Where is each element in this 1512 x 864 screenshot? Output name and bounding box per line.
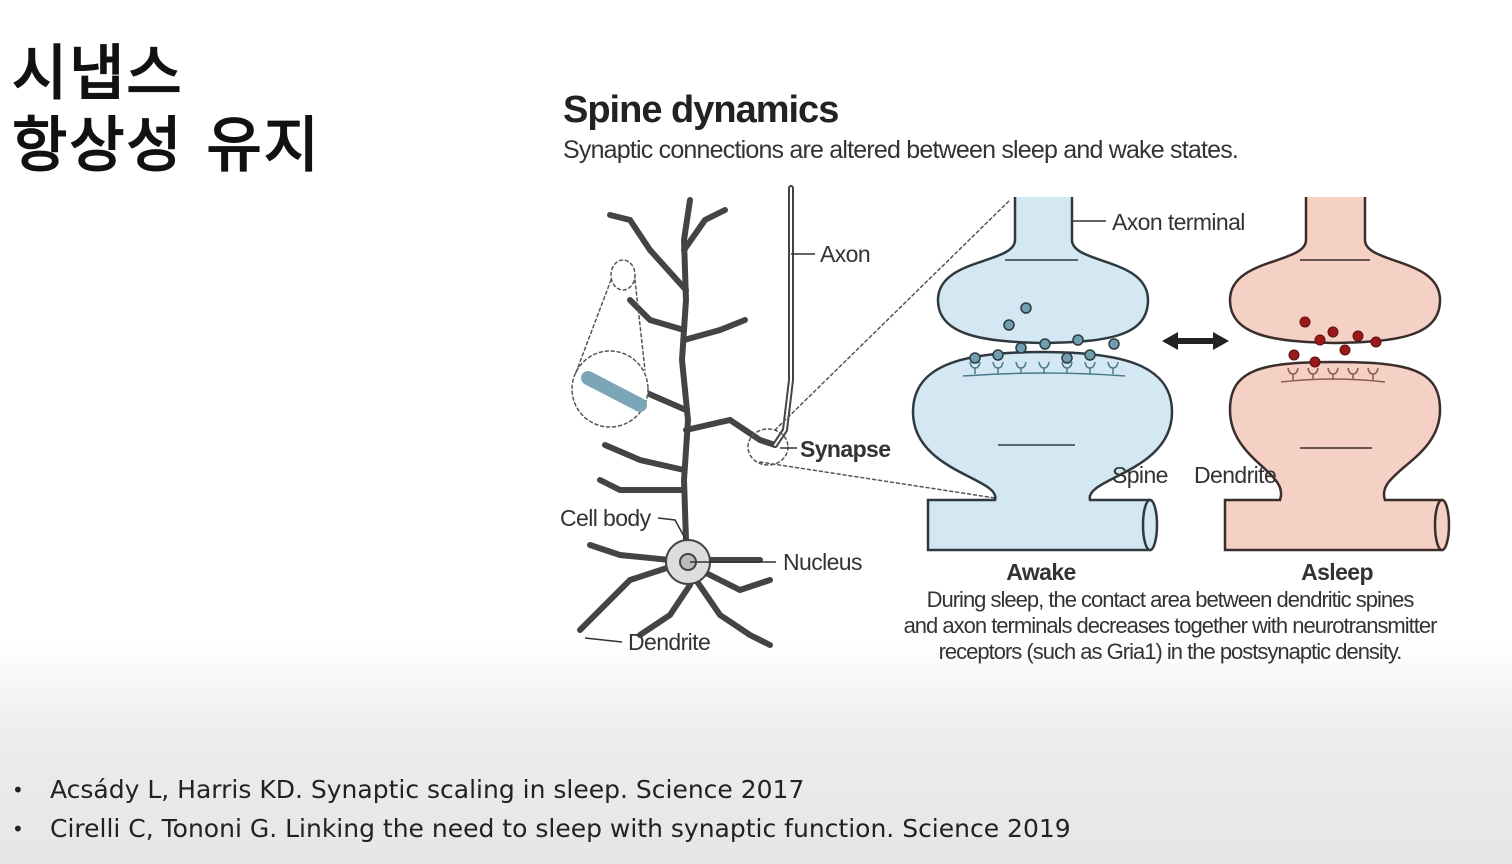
asleep-synapse: [1223, 197, 1451, 552]
receptor-icon: [1107, 361, 1119, 374]
receptor-icon: [1084, 361, 1096, 374]
label-dendrite-neuron: Dendrite: [628, 629, 710, 655]
references-list: • Acsády L, Harris KD. Synaptic scaling i…: [12, 770, 1071, 848]
label-dendrite: Dendrite: [1194, 462, 1276, 488]
receptor-icon: [1038, 361, 1050, 374]
receptor-icon: [1347, 367, 1359, 380]
label-nucleus: Nucleus: [783, 549, 862, 575]
awake-synapse: [911, 197, 1174, 552]
receptor-icon: [1307, 367, 1319, 380]
receptor-icon: [1015, 361, 1027, 374]
slide-title-line-2: 항상성 유지: [12, 111, 321, 181]
receptor-icon: [1061, 361, 1073, 374]
bullet-icon: •: [12, 777, 24, 802]
label-axon-terminal: Axon terminal: [1112, 209, 1245, 235]
figure-title: Spine dynamics: [563, 89, 838, 131]
label-awake: Awake: [1006, 559, 1075, 585]
receptor-icon: [1327, 367, 1339, 380]
reference-text: Cirelli C, Tononi G. Linking the need to…: [50, 814, 1071, 843]
label-spine: Spine: [1112, 462, 1168, 488]
receptor-icon: [1287, 367, 1299, 380]
caption-line-2: and axon terminals decreases together wi…: [904, 613, 1438, 638]
reference-text: Acsády L, Harris KD. Synaptic scaling in…: [50, 775, 805, 804]
receptor-icon: [969, 361, 981, 374]
label-cell-body: Cell body: [560, 505, 652, 531]
bullet-icon: •: [12, 816, 24, 841]
receptor-icon: [1367, 367, 1379, 380]
reference-item: • Acsády L, Harris KD. Synaptic scaling i…: [12, 770, 1071, 809]
label-axon: Axon: [820, 241, 870, 267]
slide-title-line-1: 시냅스: [12, 39, 184, 109]
label-asleep: Asleep: [1301, 559, 1373, 585]
figure-subtitle: Synaptic connections are altered between…: [563, 136, 1238, 164]
receptor-icon: [992, 361, 1004, 374]
neuron-illustration: [571, 185, 1011, 648]
caption-line-1: During sleep, the contact area between d…: [927, 587, 1415, 612]
reference-item: • Cirelli C, Tononi G. Linking the need t…: [12, 809, 1071, 848]
label-synapse: Synapse: [800, 436, 890, 462]
double-arrow-icon: [1162, 332, 1229, 350]
slide-title: 시냅스 항상성 유지: [12, 38, 321, 182]
caption-line-3: receptors (such as Gria1) in the postsyn…: [939, 639, 1402, 664]
